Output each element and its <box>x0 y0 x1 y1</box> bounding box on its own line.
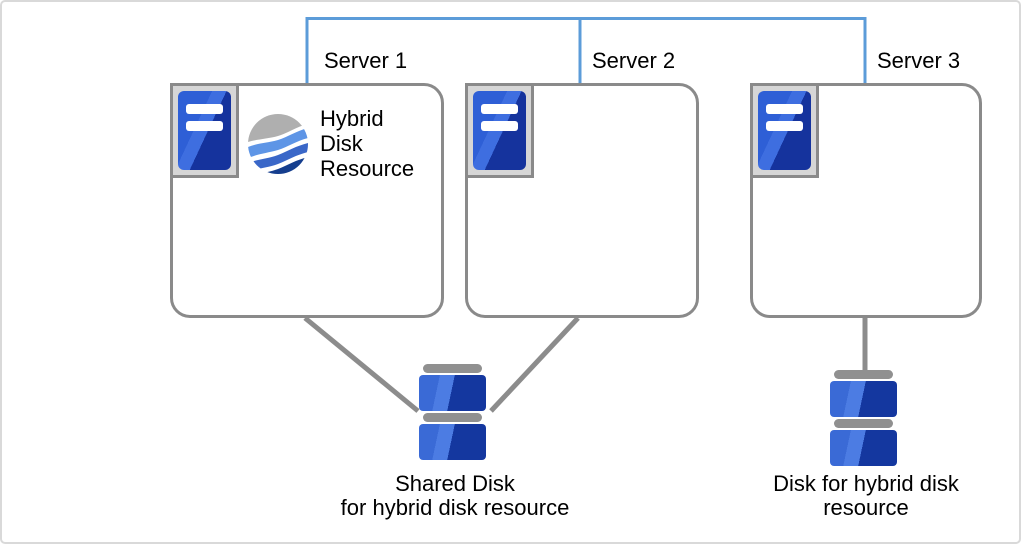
hybrid-disk-resource-label: Hybrid Disk Resource <box>320 106 415 181</box>
server-1-box <box>170 83 444 318</box>
hybrid-disk-resource-icon <box>248 114 308 174</box>
disk-cap <box>423 364 482 373</box>
shared-disk-caption: Shared Disk for hybrid disk resource <box>335 472 575 520</box>
disk-cap <box>834 370 893 379</box>
server-icon-slot <box>766 121 803 131</box>
server-icon <box>750 83 819 178</box>
hybrid-disk-caption-line1: Disk for hybrid disk <box>773 471 959 496</box>
server-icon-slot <box>186 121 223 131</box>
disk-platter <box>419 375 486 411</box>
shared-disk-icon <box>419 364 486 462</box>
server-icon-slot <box>481 121 518 131</box>
hybrid-disk-caption-line2: resource <box>823 495 909 520</box>
wave-band-mid-blue <box>248 143 308 172</box>
server-3-label: Server 3 <box>877 48 961 73</box>
wave-band-light-blue <box>248 128 308 158</box>
server-icon-panel <box>473 91 526 170</box>
server-icon <box>465 83 534 178</box>
server-icon-slot <box>481 104 518 114</box>
shared-disk-link-server2 <box>489 316 580 413</box>
hybrid-disk-icon <box>830 370 897 468</box>
server-1-label: Server 1 <box>324 48 408 73</box>
shared-disk-caption-line1: Shared Disk <box>395 471 515 496</box>
disk-cap <box>834 419 893 428</box>
server-2-label: Server 2 <box>592 48 676 73</box>
wave-band-gray <box>248 114 308 142</box>
server-icon-panel <box>758 91 811 170</box>
disk-platter <box>830 381 897 417</box>
server-3-box <box>750 83 982 318</box>
disk-platter <box>830 430 897 466</box>
server-icon-slot <box>186 104 223 114</box>
network-line <box>305 17 867 83</box>
shared-disk-caption-line2: for hybrid disk resource <box>340 495 570 520</box>
server-icon-panel <box>178 91 231 170</box>
server-2-box <box>465 83 699 318</box>
shared-disk-link-server1 <box>303 316 420 413</box>
disk-platter <box>419 424 486 460</box>
server-icon <box>170 83 239 178</box>
hybrid-disk-caption: Disk for hybrid disk resource <box>746 472 986 520</box>
disk-cap <box>423 413 482 422</box>
server-icon-slot <box>766 104 803 114</box>
